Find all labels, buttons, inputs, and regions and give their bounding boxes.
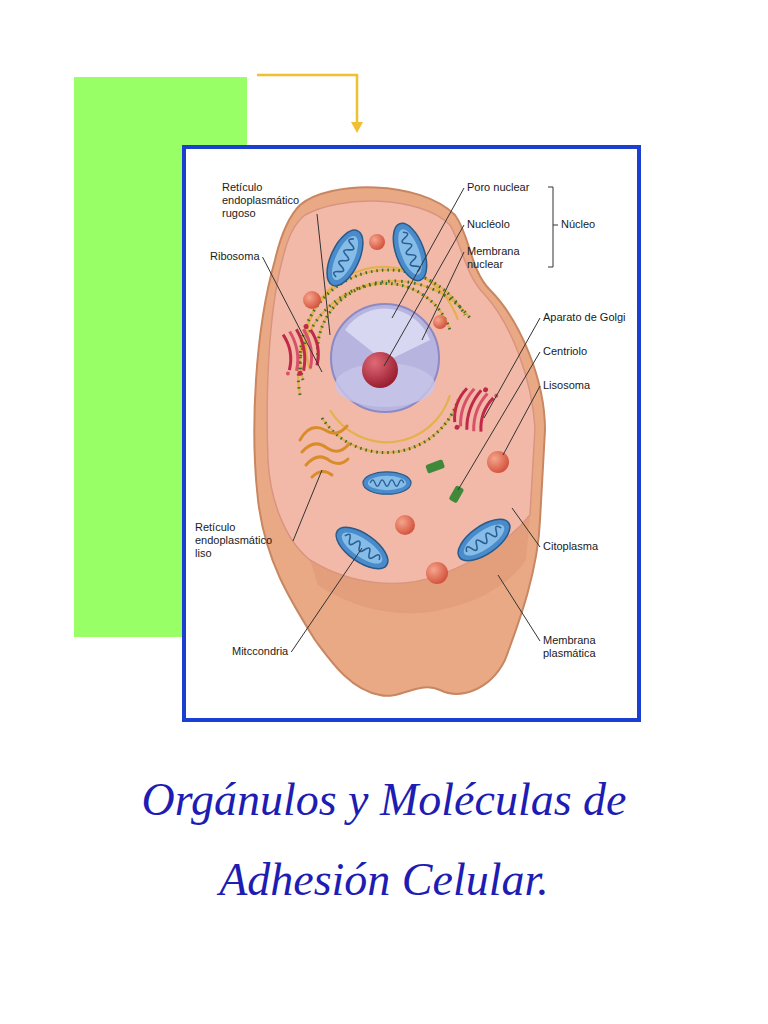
- part-label: Aparato de Golgi: [543, 311, 626, 324]
- part-label: Poro nuclear: [467, 181, 529, 194]
- leader-line: [503, 386, 540, 455]
- part-label: Retículo endoplasmático liso: [195, 521, 290, 560]
- part-label: Membrana plasmática: [543, 634, 623, 660]
- yellow-arrow: [257, 75, 363, 133]
- part-label: Retículo endoplasmático rugoso: [222, 181, 314, 220]
- leader-line: [512, 508, 540, 547]
- leader-line: [293, 470, 322, 541]
- part-label: Centriolo: [543, 345, 587, 358]
- leader-line: [291, 548, 362, 652]
- leader-line: [317, 214, 330, 335]
- bracket: [548, 267, 553, 268]
- leader-line: [384, 225, 464, 366]
- leader-line: [422, 252, 464, 340]
- part-label: Ribosoma: [210, 250, 260, 263]
- leader-line: [263, 257, 322, 372]
- leader-line: [392, 188, 464, 318]
- part-label: Núcleo: [561, 218, 595, 231]
- bracket: [548, 187, 553, 188]
- leader-line: [458, 352, 540, 490]
- leader-line: [484, 318, 540, 418]
- bracket: [553, 187, 554, 267]
- part-label: Citoplasma: [543, 540, 598, 553]
- bracket: [553, 225, 558, 226]
- blue-frame: [184, 147, 639, 720]
- part-label: Nucléolo: [467, 218, 510, 231]
- part-label: Membrana nuclear: [467, 245, 547, 271]
- title: Orgánulos y Moléculas de Adhesión Celula…: [84, 760, 684, 920]
- part-label: Mitccondria: [232, 645, 288, 658]
- leader-line: [498, 575, 540, 641]
- part-label: Lisosoma: [543, 379, 590, 392]
